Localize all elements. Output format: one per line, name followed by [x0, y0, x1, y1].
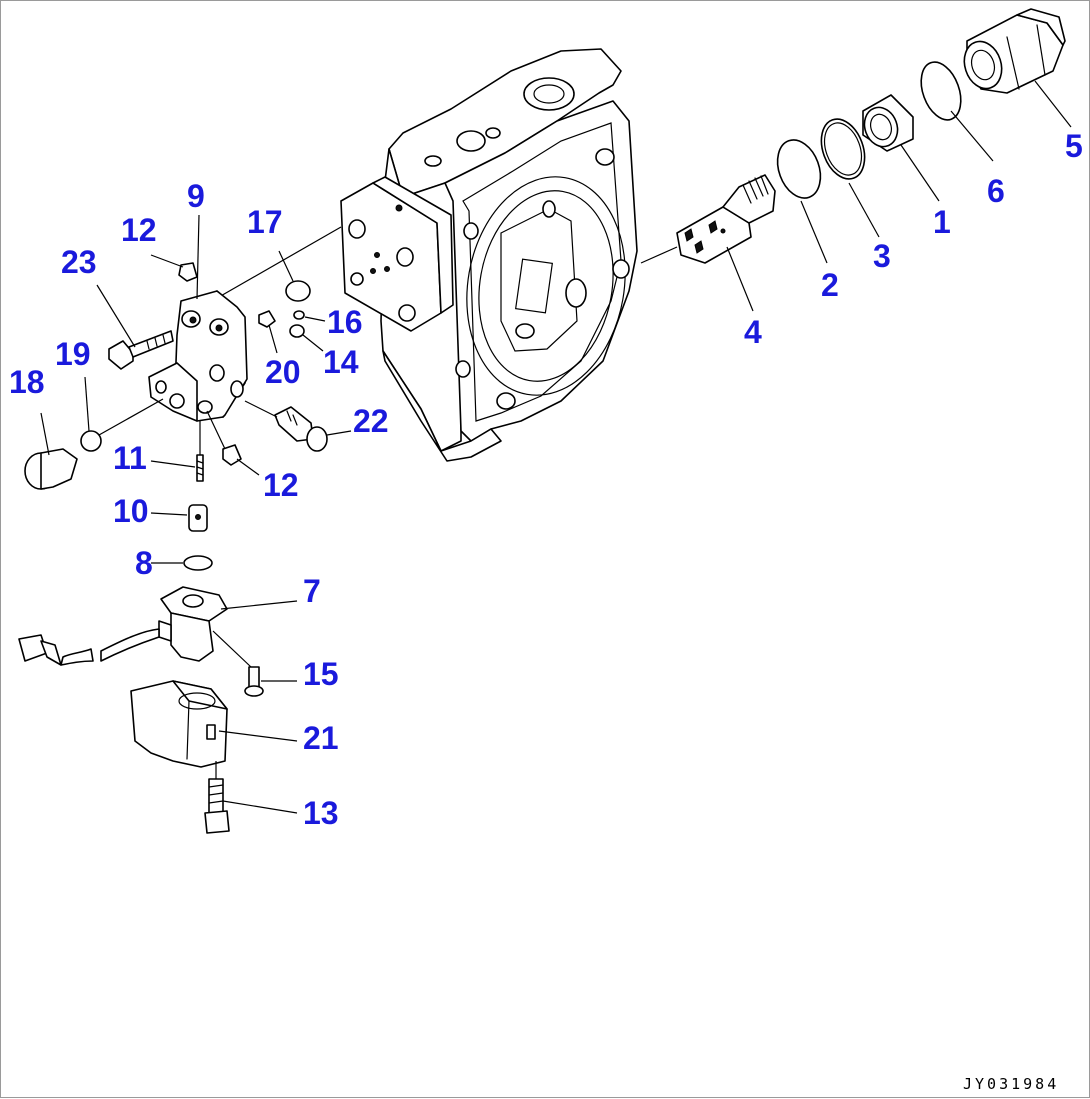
part-18-plug: [24, 448, 78, 490]
part-3-backup-ring: [820, 118, 866, 180]
part-20-plug: [258, 310, 276, 328]
label-part-1: 1: [933, 204, 951, 240]
part-12-fitting-bottom: [222, 444, 242, 466]
label-part-10: 10: [113, 493, 149, 529]
part-10-sleeve: [188, 504, 208, 532]
label-part-19: 19: [55, 336, 91, 372]
label-part-11: 11: [113, 440, 147, 476]
label-part-14: 14: [323, 344, 359, 380]
label-part-2: 2: [821, 267, 839, 303]
part-23-bolt: [108, 330, 174, 370]
part-8-o-ring: [183, 555, 213, 571]
part-1-nut: [862, 94, 914, 152]
part-5-plug: [963, 8, 1066, 94]
part-21-cover: [130, 680, 228, 768]
label-part-22: 22: [353, 403, 389, 439]
drawing-number: JY031984: [963, 1075, 1059, 1093]
part-22-plug: [274, 406, 328, 452]
label-part-4: 4: [744, 314, 762, 350]
part-16-ring: [293, 310, 305, 320]
label-part-6: 6: [987, 173, 1005, 209]
label-part-21: 21: [303, 720, 339, 756]
part-6-o-ring: [920, 61, 962, 121]
label-part-12-top: 12: [121, 212, 157, 248]
label-part-9: 9: [187, 178, 205, 214]
part-12-fitting-top: [178, 262, 198, 282]
part-7-solenoid: [18, 586, 228, 666]
label-part-17: 17: [247, 204, 283, 240]
label-part-3: 3: [873, 238, 891, 274]
label-part-5: 5: [1065, 128, 1083, 164]
label-part-16: 16: [327, 304, 363, 340]
part-19-o-ring: [80, 430, 102, 452]
label-part-18: 18: [9, 364, 45, 400]
label-part-23: 23: [61, 244, 97, 280]
label-part-7: 7: [303, 573, 321, 609]
part-15-screw: [244, 666, 264, 697]
pilot-block-mount: [340, 176, 454, 332]
label-part-13: 13: [303, 795, 339, 831]
part-11-pin: [196, 454, 204, 482]
label-part-20: 20: [265, 354, 301, 390]
part-4-spool: [640, 174, 776, 264]
part-14-ring: [289, 324, 305, 338]
part-2-o-ring: [776, 139, 822, 199]
part-labels: 1 2 3 4 5 6 7 8 9 10 11 12 12 13 14 15 1…: [9, 128, 1083, 831]
part-17-o-ring: [285, 280, 311, 302]
label-part-8: 8: [135, 545, 153, 581]
label-part-12-bottom: 12: [263, 467, 299, 503]
part-9-valve-block: [148, 290, 248, 422]
label-part-15: 15: [303, 656, 339, 692]
part-13-bolt: [204, 778, 230, 834]
